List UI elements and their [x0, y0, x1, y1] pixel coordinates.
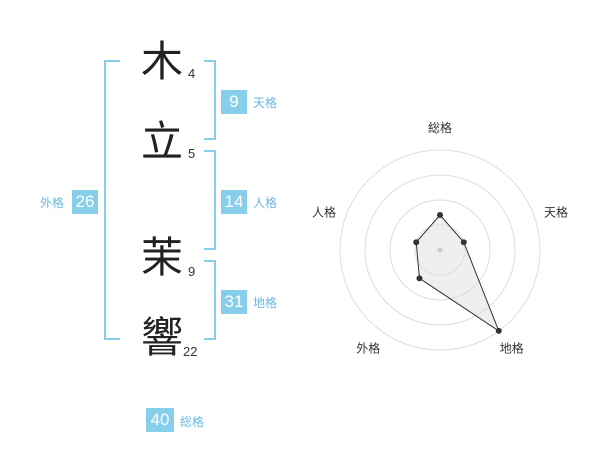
stroke-count-1: 4 — [188, 66, 196, 81]
radar-point-2 — [460, 239, 467, 246]
stroke-count-3: 9 — [188, 264, 196, 279]
radar-polygon — [415, 214, 500, 333]
jinkaku-value: 14 — [221, 190, 247, 214]
gaikaku-value: 26 — [72, 190, 98, 214]
stroke-count-4: 22 — [183, 344, 198, 359]
chikaku-value: 31 — [221, 290, 247, 314]
radar-axis-label-2: 天格 — [544, 204, 568, 219]
radar-points — [413, 212, 502, 334]
soukaku-label: 総格 — [180, 415, 205, 429]
gaikaku-label: 外格 — [40, 196, 65, 210]
radar-ring-2 — [389, 199, 491, 301]
radar-value-polygon — [415, 214, 500, 333]
tenkaku-label: 天格 — [253, 96, 278, 110]
soukaku-value: 40 — [146, 408, 174, 432]
radar-axis-label-3: 地格 — [500, 341, 524, 356]
chikaku-label: 地格 — [253, 296, 278, 310]
radar-center-point — [437, 247, 443, 253]
jinkaku-label: 人格 — [253, 196, 278, 210]
radar-rings — [339, 149, 541, 351]
radar-axis-label-4: 外格 — [356, 341, 380, 356]
radar-point-5 — [413, 239, 420, 246]
radar-axis-label-1: 総格 — [428, 120, 452, 135]
radar-ring-3 — [364, 174, 516, 326]
name-char-4: 響 — [140, 313, 183, 362]
radar-ring-1 — [414, 224, 466, 276]
radar-ring-4 — [339, 149, 541, 351]
radar-point-4 — [416, 275, 423, 282]
radar-axis-label-5: 人格 — [312, 204, 336, 219]
radar-point-3 — [495, 327, 502, 334]
name-char-1: 木 — [140, 37, 183, 86]
name-char-3: 茉 — [140, 233, 183, 282]
stroke-count-2: 5 — [188, 146, 196, 161]
tenkaku-value: 9 — [221, 90, 247, 114]
name-char-2: 立 — [140, 117, 183, 166]
radar-point-1 — [437, 212, 443, 218]
